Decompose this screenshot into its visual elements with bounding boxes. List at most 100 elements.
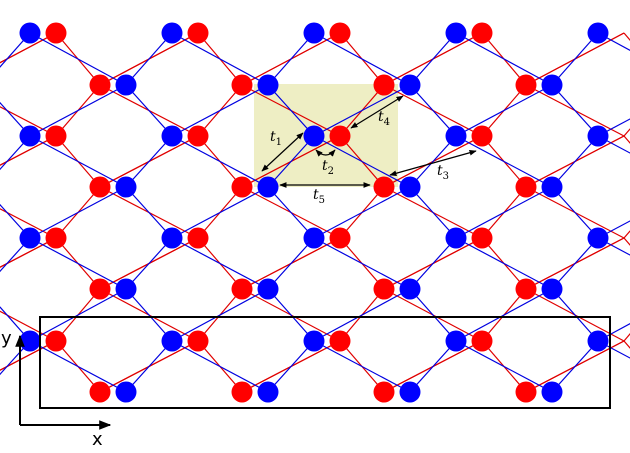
- site-red: [89, 176, 111, 198]
- bond-blue: [551, 288, 599, 342]
- bond-blue: [29, 288, 127, 342]
- bond-blue: [0, 306, 31, 342]
- site-red: [515, 278, 537, 300]
- site-blue: [257, 74, 279, 96]
- site-red: [329, 22, 351, 44]
- bond-blue: [597, 220, 630, 239]
- hopping-label-t4: t4: [378, 109, 390, 128]
- bond-blue: [409, 288, 457, 342]
- bond-blue: [171, 84, 269, 137]
- site-red: [45, 125, 67, 147]
- bond-blue: [171, 135, 269, 188]
- bond-blue: [171, 32, 269, 86]
- bond-blue: [171, 288, 269, 342]
- bond-blue: [171, 186, 269, 239]
- site-blue: [399, 381, 421, 403]
- bond-blue: [0, 340, 31, 376]
- site-red: [515, 176, 537, 198]
- hopping-label-t1: t1: [270, 129, 282, 148]
- site-red: [89, 381, 111, 403]
- site-blue: [257, 176, 279, 198]
- bond-red: [623, 230, 630, 239]
- site-blue: [161, 330, 183, 352]
- bond-red: [623, 128, 630, 137]
- site-blue: [445, 125, 467, 147]
- bond-blue: [29, 186, 127, 239]
- hopping-label-t5: t5: [313, 187, 325, 206]
- bond-blue: [409, 32, 457, 86]
- site-red: [89, 74, 111, 96]
- bond-blue: [455, 186, 553, 239]
- bond-blue: [125, 186, 173, 239]
- bond-blue: [267, 186, 315, 239]
- site-blue: [399, 176, 421, 198]
- site-blue: [303, 330, 325, 352]
- bond-blue: [455, 340, 553, 393]
- bond-blue: [267, 288, 315, 342]
- site-red: [329, 125, 351, 147]
- bond-red: [623, 332, 630, 342]
- bond-blue: [455, 237, 553, 290]
- site-blue: [115, 278, 137, 300]
- bond-blue: [551, 340, 599, 393]
- bond-blue: [409, 237, 457, 290]
- site-blue: [161, 125, 183, 147]
- bond-blue: [29, 32, 127, 86]
- site-red: [45, 330, 67, 352]
- site-blue: [541, 381, 563, 403]
- site-blue: [161, 22, 183, 44]
- site-blue: [541, 74, 563, 96]
- bond-red: [623, 340, 630, 349]
- site-blue: [587, 227, 609, 249]
- bond-blue: [551, 237, 599, 290]
- hopping-label-t2: t2: [322, 158, 334, 177]
- bond-blue: [455, 32, 553, 86]
- hopping-arrow-t1: [261, 132, 304, 172]
- bond-blue: [597, 322, 630, 342]
- site-red: [329, 330, 351, 352]
- bond-blue: [125, 84, 173, 137]
- bond-blue: [597, 135, 630, 154]
- coordinate-axes: y x: [1, 328, 112, 450]
- bond-red: [623, 32, 630, 42]
- bond-blue: [455, 288, 553, 342]
- site-red: [187, 125, 209, 147]
- site-blue: [587, 125, 609, 147]
- site-blue: [303, 227, 325, 249]
- site-blue: [19, 22, 41, 44]
- site-red: [471, 22, 493, 44]
- bond-blue: [597, 118, 630, 137]
- bond-blue: [551, 84, 599, 137]
- bond-blue: [551, 186, 599, 239]
- bond-network: [0, 32, 630, 393]
- site-blue: [19, 330, 41, 352]
- bond-blue: [409, 186, 457, 239]
- site-red: [187, 22, 209, 44]
- x-axis-label: x: [92, 429, 103, 450]
- site-red: [373, 176, 395, 198]
- bond-blue: [551, 135, 599, 188]
- site-red: [231, 278, 253, 300]
- bond-blue: [0, 135, 31, 171]
- site-blue: [19, 125, 41, 147]
- bond-red: [623, 237, 630, 246]
- bond-blue: [597, 237, 630, 256]
- site-red: [45, 22, 67, 44]
- bond-blue: [125, 237, 173, 290]
- site-red: [89, 278, 111, 300]
- bond-blue: [409, 340, 457, 393]
- site-red: [471, 125, 493, 147]
- bond-blue: [313, 237, 411, 290]
- bond-blue: [0, 237, 31, 273]
- bond-blue: [455, 84, 553, 137]
- bond-blue: [125, 135, 173, 188]
- bond-blue: [29, 340, 127, 393]
- site-red: [231, 176, 253, 198]
- site-blue: [587, 330, 609, 352]
- site-blue: [257, 278, 279, 300]
- hopping-arrow-t4: [350, 95, 404, 129]
- bond-blue: [313, 135, 411, 188]
- site-red: [231, 381, 253, 403]
- bond-blue: [0, 203, 31, 239]
